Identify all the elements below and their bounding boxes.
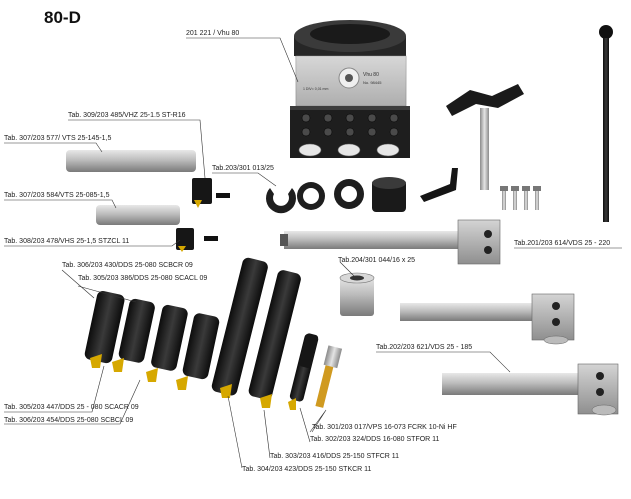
boring-bar-vts145 (66, 150, 230, 208)
label-scacr: Tab. 305/203 447/DDS 25 - 080 SCACR 09 (4, 404, 139, 411)
reducing-bush (339, 272, 375, 316)
set-code: 80-D (44, 8, 81, 27)
boring-bar-vts085 (96, 205, 218, 252)
label-vhz: Tab. 309/203 485/VHZ 25-1.5 ST-R16 (68, 112, 186, 119)
reduction-rings (266, 177, 406, 214)
label-stkcr: Tab. 304/203 423/DDS 25-150 STKCR 11 (242, 466, 372, 473)
label-rings: Tab.203/301 013/25 (212, 165, 274, 172)
head-serial: No. 98445 (363, 80, 382, 85)
vps-tools (299, 333, 343, 408)
label-stfor: Tab. 302/203 324/DDS 16-080 STFOR 11 (310, 436, 440, 443)
leader-lines (4, 37, 622, 469)
label-vhu80: 201 221 / Vhu 80 (186, 30, 240, 37)
label-vts085: Tab. 307/203 584/VTS 25-085-1,5 (4, 192, 110, 199)
boring-head: Vhu 80 No. 98445 1 DIV= 0,01 mm (290, 20, 410, 158)
head-model: Vhu 80 (363, 72, 379, 78)
label-vds185: Tab.202/203 621/VDS 25 - 185 (376, 344, 473, 351)
label-vps: Tab. 301/203 017/VPS 16-073 FCRK 10-Ni H… (312, 424, 457, 431)
label-vhs: Tab. 308/203 478/VHS 25-1,5 STZCL 11 (4, 238, 130, 245)
holder-vds220 (280, 219, 501, 265)
label-bush: Tab.204/301 044/16 x 25 (338, 257, 416, 264)
label-vds220: Tab.201/203 614/VDS 25 - 220 (514, 240, 611, 247)
label-vts145: Tab. 307/203 577/ VTS 25-145-1,5 (4, 135, 112, 142)
label-stfcr: Tab. 303/203 416/DDS 25-150 STFCR 11 (270, 453, 400, 460)
holder-vds185 (400, 293, 575, 345)
long-boring-tools (211, 257, 319, 410)
t-rod (599, 25, 613, 222)
hex-key (420, 168, 458, 202)
head-scale: 1 DIV= 0,01 mm (303, 87, 328, 91)
t-handle-key (446, 84, 524, 190)
label-scacl: Tab. 305/203 386/DDS 25-080 SCACL 09 (78, 275, 208, 282)
short-boring-tools (84, 291, 220, 390)
holder-large (442, 363, 619, 416)
label-scbcr: Tab. 306/203 430/DDS 25-080 SCBCR 09 (62, 262, 193, 269)
small-screws (500, 186, 541, 210)
label-scbcl: Tab. 306/203 454/DDS 25-080 SCBCL 09 (4, 417, 134, 424)
